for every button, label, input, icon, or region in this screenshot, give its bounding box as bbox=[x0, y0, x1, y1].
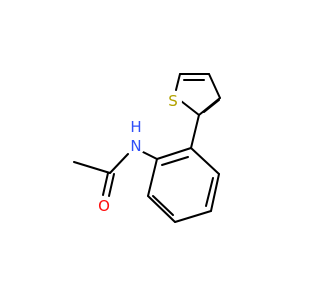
bond-thiophene-phenyl bbox=[190, 114, 200, 149]
bond-c5-s bbox=[175, 73, 181, 91]
molecule-diagram: S N H O bbox=[73, 73, 221, 223]
bond-b4-b5 bbox=[147, 195, 176, 223]
bond-carbonyl-methyl bbox=[73, 161, 111, 174]
bond-b6-b1 bbox=[156, 147, 192, 160]
atom-o: O bbox=[95, 197, 113, 215]
atom-n-label: N bbox=[130, 137, 141, 155]
benzene-ring bbox=[147, 147, 220, 223]
bond-b2-b3 bbox=[210, 173, 220, 212]
bond-c2-c3-inner bbox=[203, 99, 220, 113]
bond-b3-b4 bbox=[174, 210, 212, 223]
bond-b2-b3-inner bbox=[205, 177, 214, 207]
atom-s-label: S bbox=[168, 92, 178, 110]
bond-b1-b2 bbox=[190, 147, 220, 175]
bond-phenyl-n bbox=[142, 151, 158, 160]
thiophene-ring bbox=[175, 73, 221, 116]
bond-c3-c4 bbox=[208, 73, 221, 99]
bond-b5-b6 bbox=[147, 158, 158, 197]
bond-b4-b5-inner bbox=[152, 195, 174, 216]
atom-h-label: H bbox=[130, 118, 141, 136]
atom-o-label: O bbox=[98, 197, 110, 215]
bond-carbonyl-oxygen bbox=[102, 172, 109, 196]
atom-nh: N H bbox=[127, 118, 145, 155]
bond-n-carbonyl bbox=[109, 153, 129, 174]
atom-s: S bbox=[164, 92, 182, 110]
bond-s-c2 bbox=[180, 100, 200, 116]
bond-carbonyl-oxygen-double bbox=[108, 173, 115, 197]
bond-b6-b1-inner bbox=[161, 156, 189, 166]
